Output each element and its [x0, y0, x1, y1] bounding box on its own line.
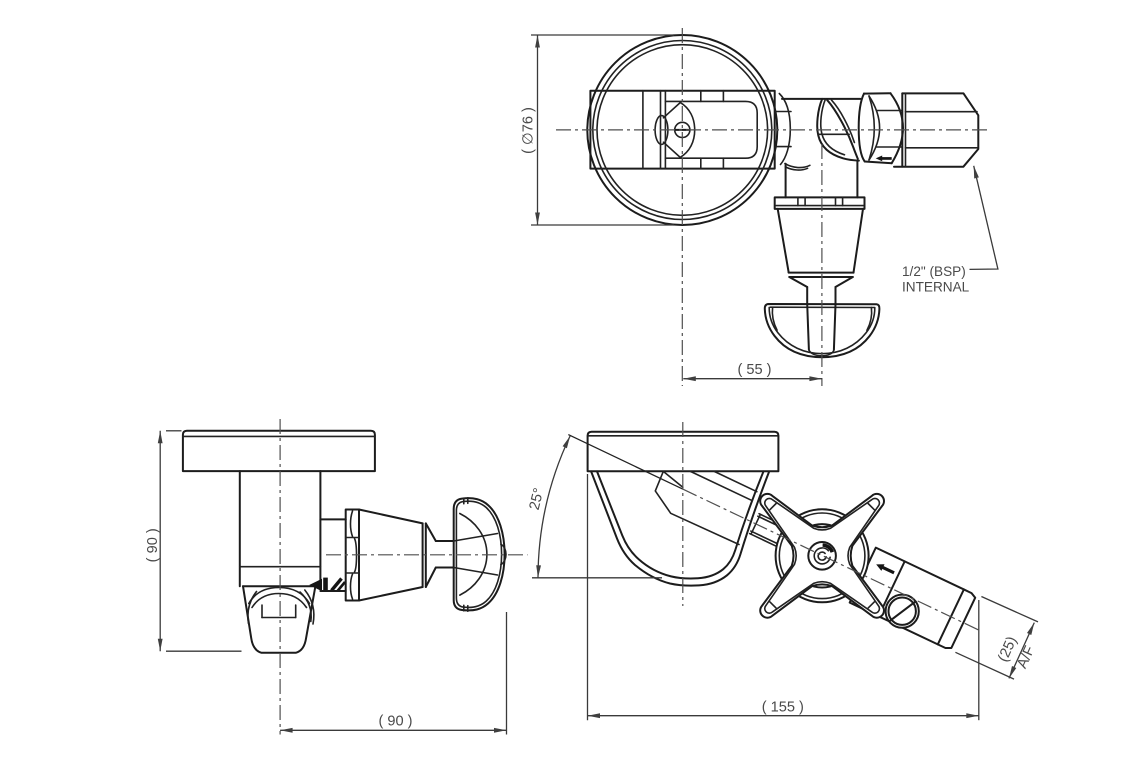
- svg-text:1/2" (BSP): 1/2" (BSP): [902, 264, 966, 279]
- svg-text:( 90 ): ( 90 ): [145, 528, 161, 562]
- svg-text:( 55 ): ( 55 ): [737, 362, 771, 378]
- svg-text:( ∅76 ): ( ∅76 ): [521, 107, 537, 154]
- svg-text:( 90 ): ( 90 ): [378, 714, 412, 730]
- svg-text:25°: 25°: [527, 486, 548, 511]
- svg-text:INTERNAL: INTERNAL: [902, 280, 970, 295]
- svg-text:( 155 ): ( 155 ): [762, 700, 804, 716]
